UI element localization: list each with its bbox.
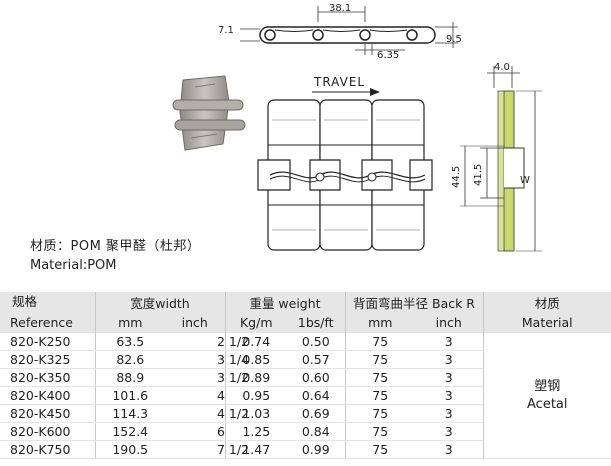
- cell-weight-lbsft: 0.50: [287, 333, 345, 351]
- material-note-chinese: 材质：POM 聚甲醛（杜邦）: [30, 239, 201, 254]
- header-back-inch: inch: [415, 312, 484, 333]
- cell-ref: 820-K325: [0, 350, 95, 369]
- header-back-mm: mm: [344, 312, 415, 333]
- cell-width-mm: 114.3: [94, 404, 165, 423]
- cell-weight-kgm: 1.03: [224, 404, 287, 423]
- cell-weight-kgm: 0.95: [224, 386, 287, 405]
- cell-width-mm: 63.5: [94, 333, 165, 351]
- pin-dim-label: 6.35: [377, 50, 399, 61]
- cell-back-mm: 75: [344, 368, 415, 387]
- cell-width-inch: 4: [165, 386, 225, 405]
- header-kgm: Kg/m: [224, 312, 287, 333]
- cell-weight-kgm: 0.89: [224, 368, 287, 387]
- cell-back-inch: 3: [415, 386, 484, 405]
- cell-ref: 820-K450: [0, 404, 95, 423]
- dim-a-label: 44.5: [451, 166, 462, 188]
- cell-width-inch: 2 1/2: [165, 333, 249, 351]
- header-lbsft: 1bs/ft: [287, 312, 345, 333]
- header-material-en: Material: [482, 312, 611, 333]
- cell-ref: 820-K250: [0, 333, 95, 351]
- cell-weight-lbsft: 0.64: [287, 386, 345, 405]
- cell-material: 塑钢 Acetal: [482, 333, 611, 459]
- travel-arrow-icon: [312, 88, 380, 96]
- cell-width-inch: 6: [165, 422, 225, 441]
- cell-back-inch: 3: [415, 350, 484, 369]
- cell-back-mm: 75: [344, 440, 415, 459]
- chain-front-view: [257, 99, 433, 251]
- cell-width-inch: 4 1/2: [165, 404, 249, 423]
- table-subheader-row: Reference mm inch Kg/m 1bs/ft mm inch Ma…: [0, 312, 611, 333]
- width-dim-label: W: [520, 175, 530, 186]
- cell-back-inch: 3: [415, 368, 484, 387]
- dim-b-label: 41.5: [473, 164, 484, 186]
- cell-width-inch: 3 1/4: [165, 350, 249, 369]
- pin-circle: [312, 29, 324, 41]
- material-value-en: Acetal: [527, 396, 568, 412]
- pin-circle: [359, 29, 371, 41]
- header-inch: inch: [165, 312, 225, 333]
- header-ref-cn: 规格: [0, 292, 95, 312]
- material-note-english: Material:POM: [30, 258, 117, 273]
- cell-weight-lbsft: 0.60: [287, 368, 345, 387]
- cell-weight-kgm: 1.47: [224, 440, 287, 459]
- cell-back-mm: 75: [344, 386, 415, 405]
- cell-back-mm: 75: [344, 350, 415, 369]
- cell-weight-lbsft: 0.99: [287, 440, 345, 459]
- header-weight: 重量 weight: [224, 292, 345, 312]
- spec-table: 规格 宽度width 重量 weight 背面弯曲半径 Back R 材质 Re…: [0, 292, 611, 459]
- cell-width-mm: 82.6: [94, 350, 165, 369]
- material-value-cn: 塑钢: [534, 378, 561, 394]
- cell-back-inch: 3: [415, 404, 484, 423]
- cell-weight-lbsft: 0.84: [287, 422, 345, 441]
- cell-weight-kgm: 0.74: [224, 333, 287, 351]
- cell-back-inch: 3: [415, 440, 484, 459]
- cell-width-mm: 101.6: [94, 386, 165, 405]
- pin-circle: [406, 29, 418, 41]
- chain-side-view: 4.0 44.5 41.5 W: [451, 62, 542, 252]
- cell-width-inch: 3 1/2: [165, 368, 249, 387]
- cell-weight-lbsft: 0.69: [287, 404, 345, 423]
- cell-ref: 820-K600: [0, 422, 95, 441]
- cell-ref: 820-K400: [0, 386, 95, 405]
- cell-back-mm: 75: [344, 404, 415, 423]
- left-dim-label: 7.1: [218, 25, 234, 36]
- chain-link-photo: [172, 75, 246, 151]
- cell-back-mm: 75: [344, 333, 415, 351]
- cell-width-inch: 7 1/2: [165, 440, 249, 459]
- cell-ref: 820-K350: [0, 368, 95, 387]
- thickness-dim-label: 4.0: [494, 62, 510, 73]
- cell-back-inch: 3: [415, 422, 484, 441]
- cell-weight-kgm: 0.85: [224, 350, 287, 369]
- header-ref-en: Reference: [0, 312, 95, 333]
- header-width: 宽度width: [94, 292, 225, 312]
- cell-ref: 820-K750: [0, 440, 95, 459]
- cell-back-mm: 75: [344, 422, 415, 441]
- pitch-dim-label: 38.1: [329, 3, 351, 14]
- header-mm: mm: [94, 312, 165, 333]
- chain-top-view: 38.1 7.1 9.5 6.35: [218, 3, 462, 61]
- cell-weight-lbsft: 0.57: [287, 350, 345, 369]
- right-dim-label: 9.5: [446, 34, 462, 45]
- cell-width-mm: 190.5: [94, 440, 165, 459]
- travel-label: TRAVEL: [314, 75, 366, 89]
- pin-circle: [264, 29, 276, 41]
- cell-weight-kgm: 1.25: [224, 422, 287, 441]
- cell-width-mm: 88.9: [94, 368, 165, 387]
- cell-back-inch: 3: [415, 333, 484, 351]
- header-backbend: 背面弯曲半径 Back R: [344, 292, 484, 312]
- table-header-row: 规格 宽度width 重量 weight 背面弯曲半径 Back R 材质: [0, 292, 611, 312]
- header-material-cn: 材质: [482, 292, 611, 312]
- cell-width-mm: 152.4: [94, 422, 165, 441]
